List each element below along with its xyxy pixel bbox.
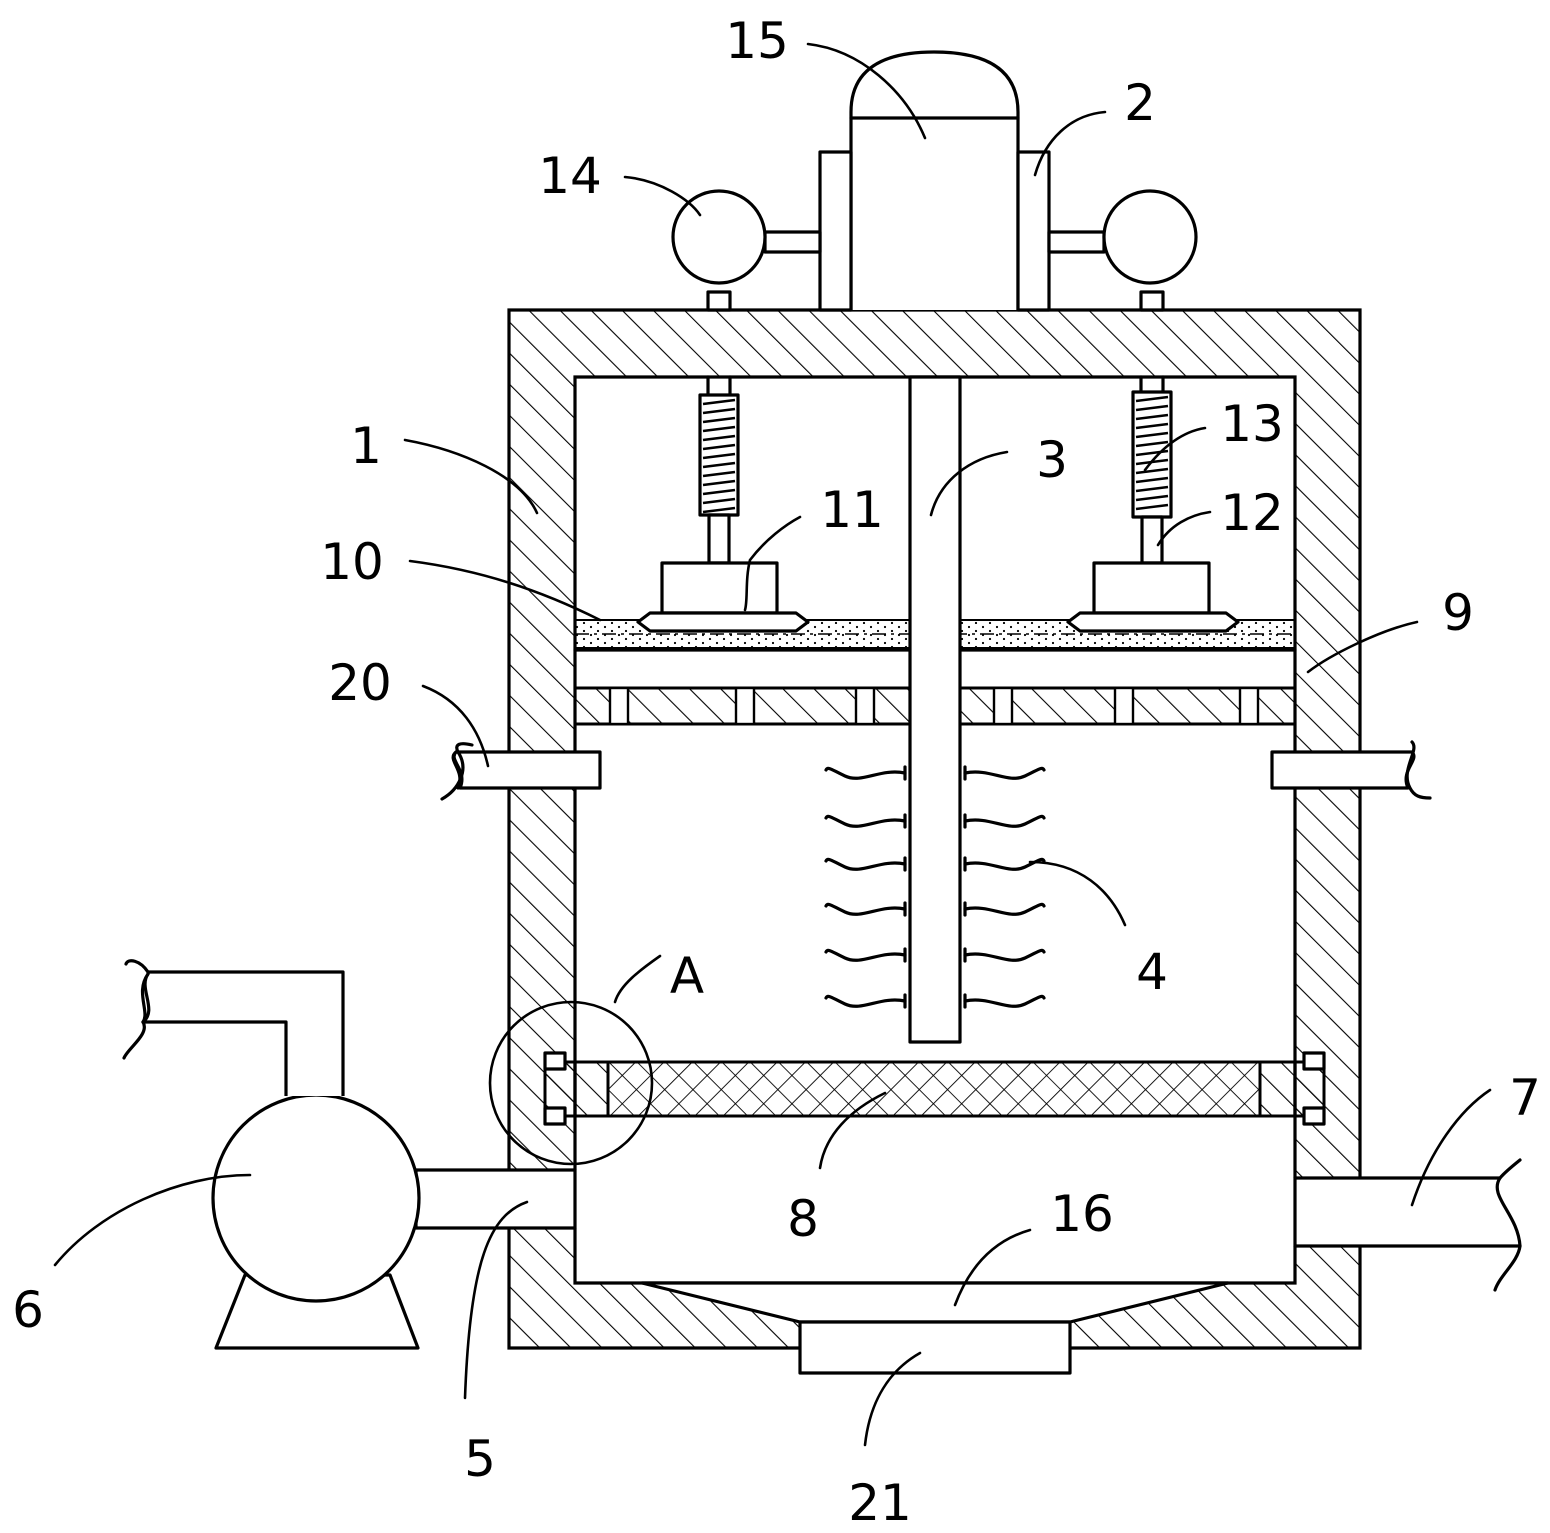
label-3: 3 (1036, 431, 1068, 489)
left-pusher (636, 290, 810, 633)
pump (122, 959, 421, 1350)
right-cylinder (1102, 189, 1198, 285)
motor-dome (849, 50, 1020, 310)
part-labels: 15 2 14 1 3 13 11 12 10 9 20 4 A 7 8 16 … (12, 12, 1541, 1532)
label-12: 12 (1220, 484, 1284, 542)
inlet-pipe (414, 1168, 577, 1230)
label-11: 11 (820, 481, 884, 539)
label-7: 7 (1509, 1069, 1541, 1127)
discharge-valve (798, 1320, 1072, 1375)
label-10: 10 (320, 533, 384, 591)
left-cylinder (671, 189, 767, 285)
pump-body (211, 1093, 421, 1303)
label-14: 14 (538, 147, 602, 205)
detail-circle-a (488, 1000, 654, 1166)
label-2: 2 (1124, 74, 1156, 132)
label-8: 8 (787, 1190, 819, 1248)
label-5: 5 (464, 1430, 496, 1488)
label-21: 21 (848, 1474, 912, 1532)
side-pipes (440, 740, 1432, 801)
filter-screen (543, 1051, 1326, 1126)
label-9: 9 (1442, 584, 1474, 642)
label-1: 1 (350, 417, 382, 475)
label-16: 16 (1050, 1185, 1114, 1243)
label-20: 20 (328, 654, 392, 712)
label-a: A (670, 947, 704, 1005)
leader-lines (53, 42, 1492, 1447)
label-13: 13 (1220, 395, 1284, 453)
right-pusher (1066, 290, 1240, 633)
label-4: 4 (1136, 943, 1168, 1001)
stirring-blades (824, 765, 1046, 1009)
top-drive (671, 50, 1198, 312)
outlet-pipe (1293, 1158, 1522, 1292)
stirring-shaft (908, 375, 962, 1044)
label-15: 15 (725, 12, 789, 70)
housing-wall (507, 308, 1362, 1350)
label-6: 6 (12, 1281, 44, 1339)
